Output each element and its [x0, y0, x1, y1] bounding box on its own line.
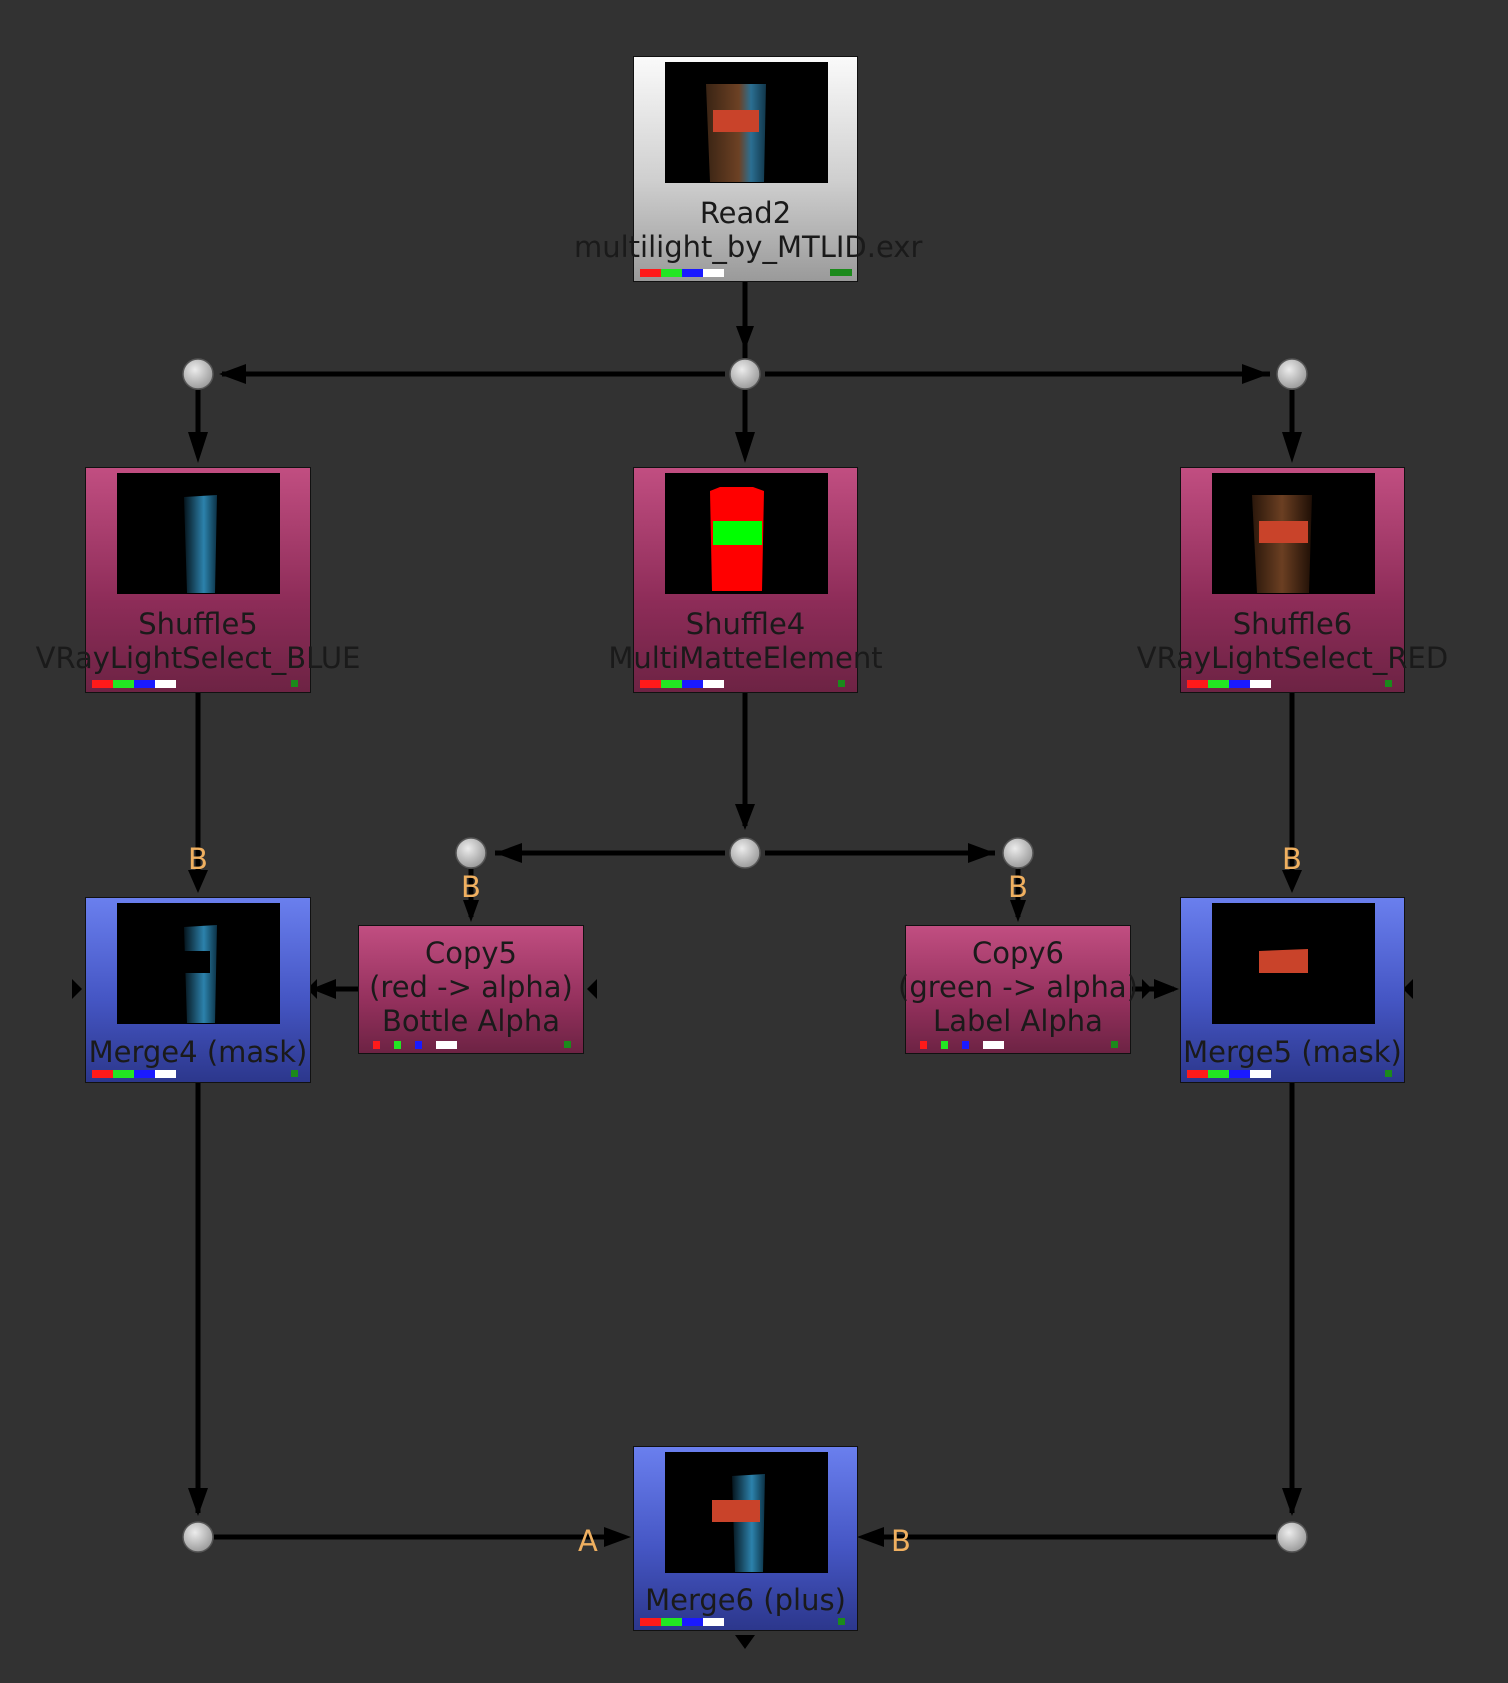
merge4-channel-strip — [92, 1070, 176, 1078]
node-shuffle5[interactable]: Shuffle5 VRayLightSelect_BLUE — [36, 467, 360, 693]
arrowhead-left-dot — [219, 364, 246, 384]
read2-thumbnail — [665, 62, 828, 183]
copy5-side-input — [587, 979, 597, 999]
arrowhead-merge5-down — [1282, 1488, 1302, 1516]
arrowhead-merge4-mask — [311, 979, 336, 999]
copy6-name: Copy6 — [971, 936, 1064, 970]
copy5-channel-strip — [373, 1041, 471, 1049]
merge4-name: Merge4 (mask) — [88, 1035, 308, 1069]
dot-top-left[interactable] — [182, 358, 214, 390]
merge5-channel-strip — [1187, 1070, 1271, 1078]
merge6-channel-strip — [640, 1618, 724, 1626]
read2-file: multilight_by_MTLID.exr — [574, 230, 923, 264]
node-copy5[interactable]: Copy5 (red -> alpha) Bottle Alpha — [358, 925, 584, 1054]
arrowhead-shuffle6 — [1282, 432, 1302, 463]
arrowhead-merge6-b — [857, 1527, 884, 1547]
shuffle6-name: Shuffle6 — [1232, 607, 1353, 641]
arrowhead-copy6-dot — [968, 843, 995, 863]
shuffle6-channel-strip — [1187, 680, 1271, 688]
copy6-channel-strip — [920, 1041, 1018, 1049]
arrowhead-copy5-dot — [495, 843, 522, 863]
shuffle4-name: Shuffle4 — [685, 607, 806, 641]
shuffle5-thumbnail — [117, 473, 280, 594]
arrowhead-merge4-down — [188, 1488, 208, 1516]
merge5-name: Merge5 (mask) — [1183, 1035, 1402, 1069]
merge5-indicator — [1385, 1070, 1392, 1077]
arrowhead-copy5 — [463, 900, 479, 922]
merge4-side-input — [72, 979, 82, 999]
merge6-thumbnail — [665, 1452, 828, 1573]
shuffle6-layer: VRayLightSelect_RED — [1136, 641, 1449, 675]
shuffle4-thumbnail — [665, 473, 828, 594]
merge4-indicator — [291, 1070, 298, 1077]
dot-bottom-right[interactable] — [1276, 1521, 1308, 1553]
merge4-input-b-label: B — [188, 842, 208, 876]
shuffle4-indicator — [838, 680, 845, 687]
merge5-input-b-label: B — [1282, 842, 1302, 876]
copy6-indicator — [1111, 1041, 1118, 1048]
copy6-side-input — [1142, 979, 1152, 999]
arrowhead-merge5-mask — [1154, 979, 1179, 999]
merge6-input-b-label: B — [891, 1524, 911, 1558]
merge6-name: Merge6 (plus) — [645, 1583, 846, 1617]
dot-bottom-left[interactable] — [182, 1521, 214, 1553]
node-shuffle6[interactable]: Shuffle6 VRayLightSelect_RED — [1137, 467, 1448, 693]
dot-mid-center[interactable] — [729, 837, 761, 869]
node-merge6[interactable]: Merge6 (plus) — [633, 1446, 858, 1631]
node-merge4[interactable]: Merge4 (mask) — [85, 897, 311, 1083]
dot-top-right[interactable] — [1276, 358, 1308, 390]
node-copy6[interactable]: Copy6 (green -> alpha) Label Alpha — [898, 925, 1138, 1054]
copy6-note: Label Alpha — [933, 1004, 1103, 1038]
shuffle6-thumbnail — [1212, 473, 1375, 594]
read2-channel-strip — [640, 269, 724, 277]
arrowhead-copy6 — [1010, 900, 1026, 922]
merge6-input-a-label: A — [578, 1524, 598, 1558]
shuffle4-channel-strip — [640, 680, 724, 688]
node-read2[interactable]: Read2 multilight_by_MTLID.exr — [574, 56, 922, 282]
dot-top-center[interactable] — [729, 358, 761, 390]
merge4-side-input-right — [307, 979, 317, 999]
node-shuffle4[interactable]: Shuffle4 MultiMatteElement — [608, 467, 883, 693]
copy6-operation: (green -> alpha) — [898, 970, 1138, 1004]
arrowhead-shuffle5 — [188, 432, 208, 463]
dot-mid-left[interactable] — [455, 837, 487, 869]
arrowhead-merge5-b — [1282, 870, 1302, 893]
copy5-note: Bottle Alpha — [382, 1004, 560, 1038]
shuffle5-layer: VRayLightSelect_BLUE — [35, 641, 361, 675]
shuffle5-name: Shuffle5 — [138, 607, 258, 641]
copy5-name: Copy5 — [424, 936, 517, 970]
copy5-indicator — [564, 1041, 571, 1048]
shuffle5-channel-strip — [92, 680, 176, 688]
merge5-side-input — [1403, 979, 1413, 999]
merge6-output — [735, 1635, 755, 1649]
merge4-thumbnail — [117, 903, 280, 1024]
shuffle4-layer: MultiMatteElement — [608, 641, 883, 675]
arrowhead-merge6-a — [604, 1527, 631, 1547]
arrowhead-shuffle4 — [735, 432, 755, 463]
copy5-input-b-label: B — [461, 870, 481, 904]
arrowhead-right-dot — [1242, 364, 1269, 384]
copy6-input-b-label: B — [1008, 870, 1028, 904]
copy5-operation: (red -> alpha) — [369, 970, 573, 1004]
shuffle5-indicator — [291, 680, 298, 687]
dot-mid-right[interactable] — [1002, 837, 1034, 869]
arrowhead-merge4-b — [188, 870, 208, 893]
arrowhead-shuffle4-dot — [735, 804, 755, 830]
shuffle6-indicator — [1385, 680, 1392, 687]
merge6-indicator — [838, 1618, 845, 1625]
read2-name: Read2 — [699, 196, 792, 230]
read2-indicator — [830, 269, 852, 276]
merge5-thumbnail — [1212, 903, 1375, 1024]
node-merge5[interactable]: Merge5 (mask) — [1180, 897, 1405, 1083]
arrowhead-read2 — [736, 326, 754, 350]
